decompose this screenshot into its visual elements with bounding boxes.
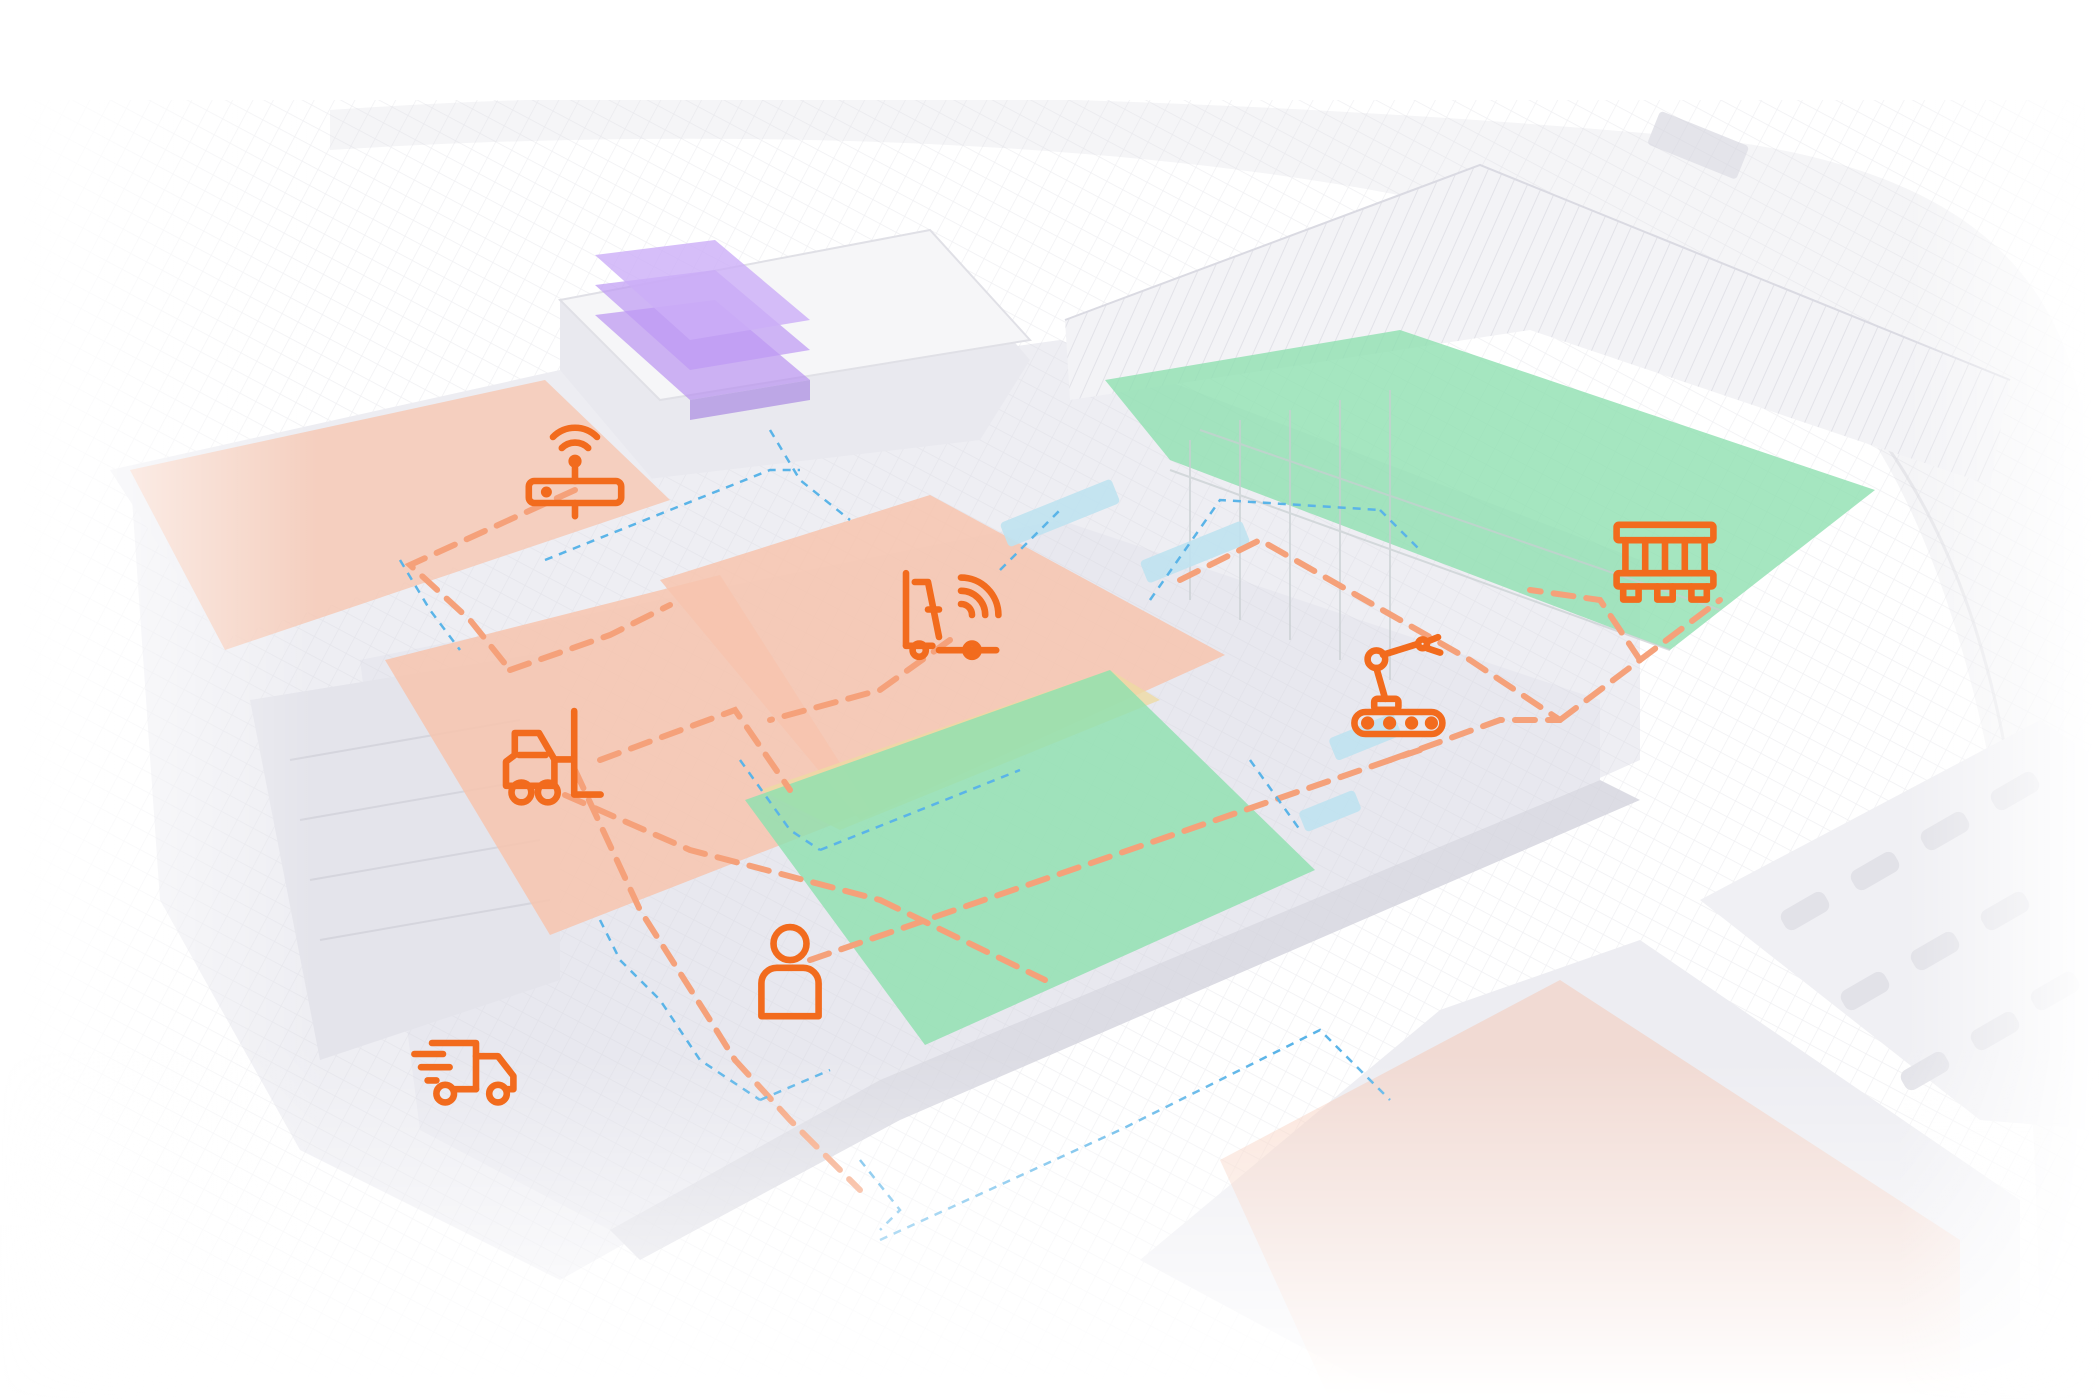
wifi-router-icon[interactable]: [520, 415, 630, 525]
fade-bottom: [0, 1050, 2100, 1400]
office-floor-layers: [595, 240, 810, 420]
delivery-truck-icon[interactable]: [410, 1010, 520, 1120]
connected-forklift-icon[interactable]: [895, 560, 1005, 670]
warehouse-roof: [1064, 163, 2011, 485]
pallet-icon[interactable]: [1610, 505, 1720, 615]
fade-right: [1900, 0, 2100, 1400]
fade-top: [0, 0, 2100, 100]
worker-icon[interactable]: [735, 915, 845, 1025]
robot-arm-icon[interactable]: [1350, 633, 1460, 745]
zone-assembly-storage-floor: [745, 670, 1315, 1045]
rack-details: [1169, 390, 1721, 680]
zone-lower-production-hall: [385, 575, 870, 935]
forklift-icon[interactable]: [495, 700, 605, 810]
